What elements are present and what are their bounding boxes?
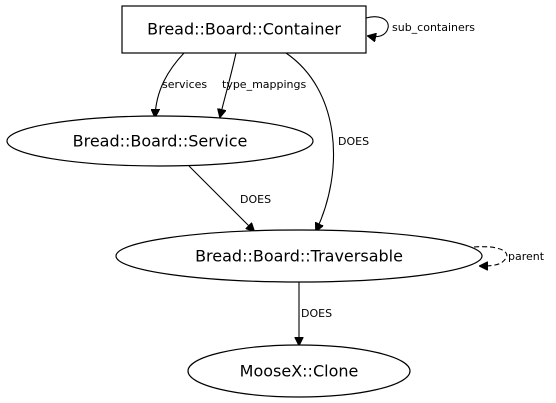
edge-service-does <box>188 165 254 231</box>
node-clone: MooseX::Clone <box>187 344 411 398</box>
edge-services <box>155 52 185 117</box>
node-traversable: Bread::Board::Traversable <box>115 229 483 283</box>
node-container-label: Bread::Board::Container <box>147 20 341 39</box>
edge-label-traversable-does: DOES <box>301 307 332 320</box>
edges: sub_containers services type_mappings DO… <box>155 16 545 345</box>
node-service: Bread::Board::Service <box>6 115 314 167</box>
edge-label-type-mappings: type_mappings <box>222 78 307 91</box>
node-service-label: Bread::Board::Service <box>73 132 248 151</box>
edge-sub-containers <box>365 16 389 37</box>
edge-container-does <box>285 52 335 231</box>
edge-parent <box>473 246 508 266</box>
nodes: Bread::Board::Container Bread::Board::Se… <box>6 5 483 398</box>
edge-label-service-does: DOES <box>240 193 271 206</box>
edge-label-parent: parent <box>508 250 545 263</box>
node-clone-label: MooseX::Clone <box>240 362 359 381</box>
edge-label-services: services <box>162 78 207 91</box>
edge-label-sub-containers: sub_containers <box>392 21 475 34</box>
node-container: Bread::Board::Container <box>121 5 367 54</box>
node-traversable-label: Bread::Board::Traversable <box>195 247 403 266</box>
edge-label-container-does: DOES <box>338 135 369 148</box>
edge-type-mappings <box>220 52 237 117</box>
